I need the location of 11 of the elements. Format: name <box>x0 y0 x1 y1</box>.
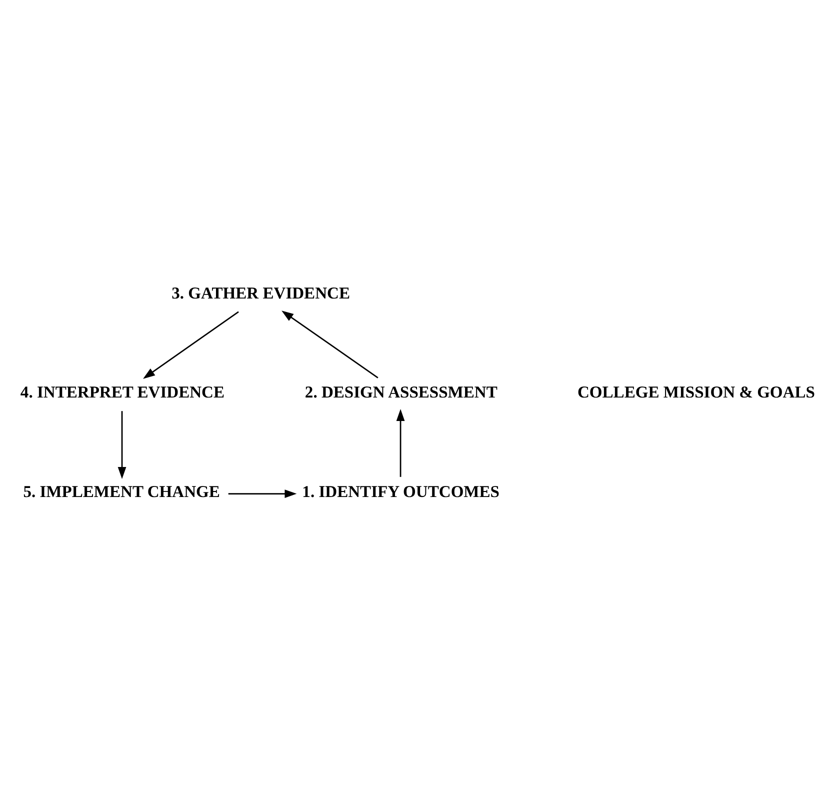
node-text: 5. IMPLEMENT CHANGE <box>23 482 220 501</box>
arrow <box>396 408 405 477</box>
node-text: 3. GATHER EVIDENCE <box>172 283 350 302</box>
node-text: 1. IDENTIFY OUTCOMES <box>302 482 500 501</box>
arrow <box>118 411 126 479</box>
arrow <box>228 490 297 498</box>
node-text: COLLEGE MISSION & GOALS <box>577 382 815 402</box>
node-text: 4. INTERPRET EVIDENCE <box>20 382 225 402</box>
node-text: 2. DESIGN ASSESSMENT <box>304 382 498 402</box>
arrow <box>282 310 378 378</box>
arrow <box>143 311 239 379</box>
